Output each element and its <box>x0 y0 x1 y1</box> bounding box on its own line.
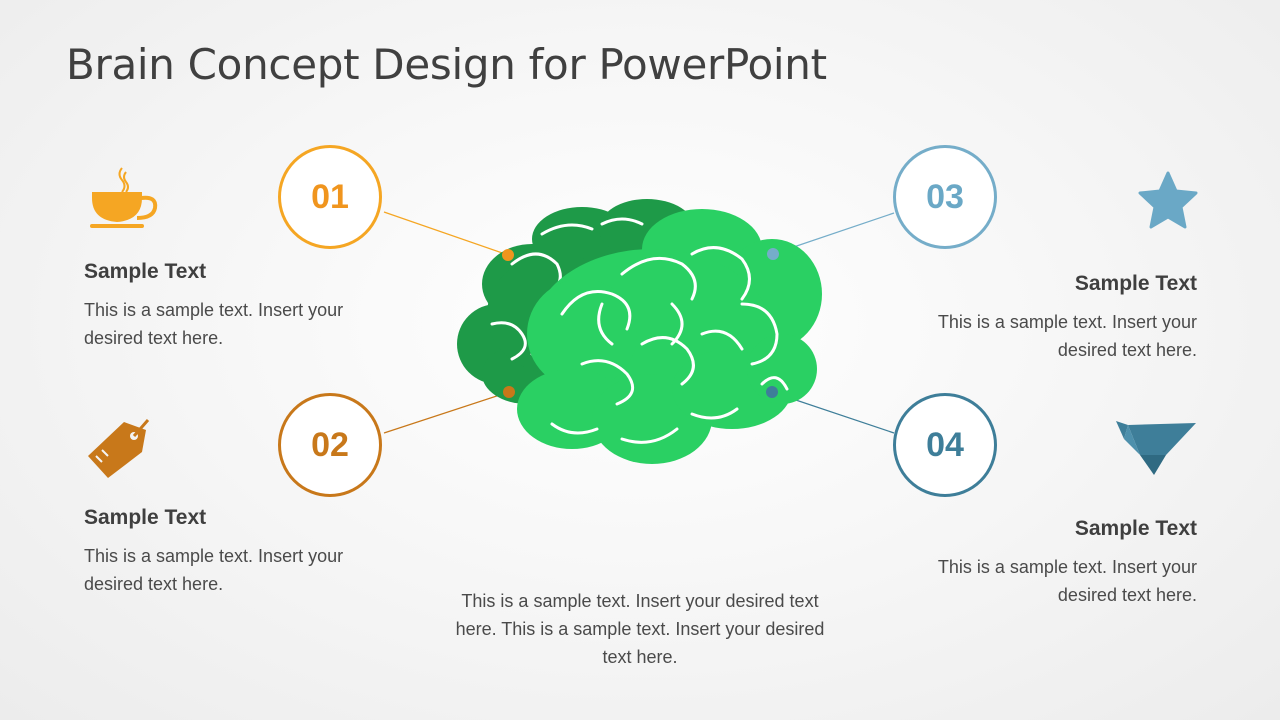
number-circle-01[interactable]: 01 <box>278 145 382 249</box>
center-description[interactable]: This is a sample text. Insert your desir… <box>455 591 825 667</box>
connector-01 <box>383 211 509 256</box>
item-02-heading[interactable]: Sample Text <box>84 506 207 529</box>
dot-04 <box>766 386 778 398</box>
brain-front-hemisphere <box>517 209 822 464</box>
brain-icon[interactable] <box>452 194 828 470</box>
star-icon[interactable] <box>1137 170 1199 230</box>
item-01-heading[interactable]: Sample Text <box>84 260 207 283</box>
item-03-text[interactable]: This is a sample text. Insert your desir… <box>937 312 1197 360</box>
number-circle-04[interactable]: 04 <box>893 393 997 497</box>
coffee-cup-icon[interactable] <box>86 160 160 234</box>
origami-bird-icon[interactable] <box>1112 415 1196 479</box>
item-02-text[interactable]: This is a sample text. Insert your desir… <box>84 546 344 594</box>
item-04-text[interactable]: This is a sample text. Insert your desir… <box>937 557 1197 605</box>
number-circle-02[interactable]: 02 <box>278 393 382 497</box>
item-03-heading[interactable]: Sample Text <box>1074 272 1197 295</box>
number-circle-03[interactable]: 03 <box>893 145 997 249</box>
item-01-text[interactable]: This is a sample text. Insert your desir… <box>84 300 344 348</box>
item-04-heading[interactable]: Sample Text <box>1074 517 1197 540</box>
dot-03 <box>767 248 779 260</box>
connector-02 <box>383 391 510 434</box>
slide-title[interactable]: Brain Concept Design for PowerPoint <box>66 40 827 89</box>
dot-02 <box>503 386 515 398</box>
price-tag-icon[interactable] <box>84 412 156 484</box>
dot-01 <box>502 249 514 261</box>
